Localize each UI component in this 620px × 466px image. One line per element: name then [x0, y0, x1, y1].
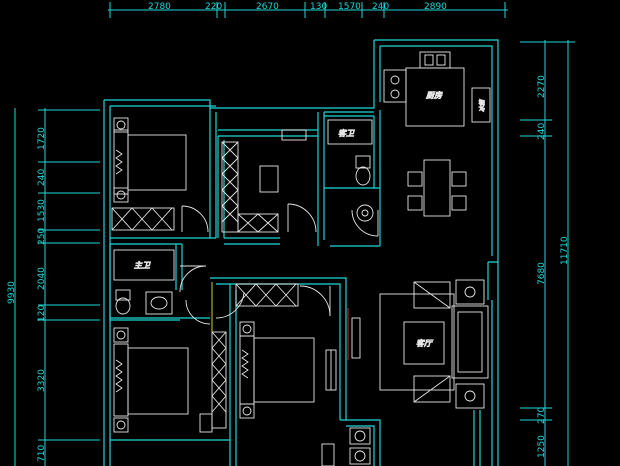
- accent-marks: [211, 282, 349, 360]
- fridge-label: 冰箱: [478, 99, 486, 112]
- left-dim-3: 1530: [37, 199, 47, 222]
- top-dimension-chain: 2780 220 2670 130 1570 240 2890: [108, 2, 508, 18]
- living-room-label: 客厅: [416, 339, 434, 348]
- right-dim-4: 270: [537, 407, 547, 424]
- left-dim-6: 120: [37, 305, 47, 322]
- master-bath-fixtures: 主卫: [113, 249, 175, 315]
- bedroom-2-furniture: [113, 327, 227, 433]
- bedroom-3-furniture: [235, 283, 361, 419]
- left-dim-1: 1720: [37, 127, 47, 150]
- top-dim-3: 2670: [256, 2, 279, 12]
- right-dim-1: 2270: [537, 75, 547, 98]
- door-swings: [179, 203, 379, 325]
- left-total-dim: 9930: [7, 281, 17, 304]
- study-furniture: [221, 129, 307, 233]
- living-room-furniture: 客厅: [379, 279, 489, 409]
- top-dim-1: 2780: [148, 2, 171, 12]
- guest-bath-fixtures: 客卫: [327, 119, 374, 222]
- left-dim-4: 250: [37, 228, 47, 245]
- dining-set: [407, 159, 467, 217]
- bedroom-1-furniture: [111, 117, 187, 231]
- left-dimension-chain: 1720 240 1530 250 2040 120 3320 710 9930: [7, 108, 100, 466]
- left-dim-2: 240: [37, 169, 47, 186]
- kitchen-label: 厨房: [426, 91, 443, 100]
- service-room-fixtures: [321, 427, 371, 466]
- right-dimension-chain: 2270 240 7680 270 1250 11710: [520, 40, 575, 466]
- left-dim-7: 3320: [37, 369, 47, 392]
- top-dim-5: 1570: [338, 2, 361, 12]
- kitchen-furniture: 厨房 冰箱: [383, 51, 491, 127]
- right-dim-5: 1250: [537, 435, 547, 458]
- top-dim-6: 240: [372, 2, 389, 12]
- right-total-dim: 11710: [560, 236, 570, 265]
- left-dim-8: 710: [37, 445, 47, 462]
- top-dim-7: 2890: [424, 2, 447, 12]
- top-dim-4: 130: [310, 2, 327, 12]
- left-dim-5: 2040: [37, 267, 47, 290]
- guest-bath-label: 客卫: [338, 129, 355, 138]
- walls: [103, 39, 499, 466]
- master-bath-label: 主卫: [134, 261, 151, 270]
- right-dim-2: 240: [537, 123, 547, 140]
- top-dim-2: 220: [205, 2, 222, 12]
- right-dim-3: 7680: [537, 262, 547, 285]
